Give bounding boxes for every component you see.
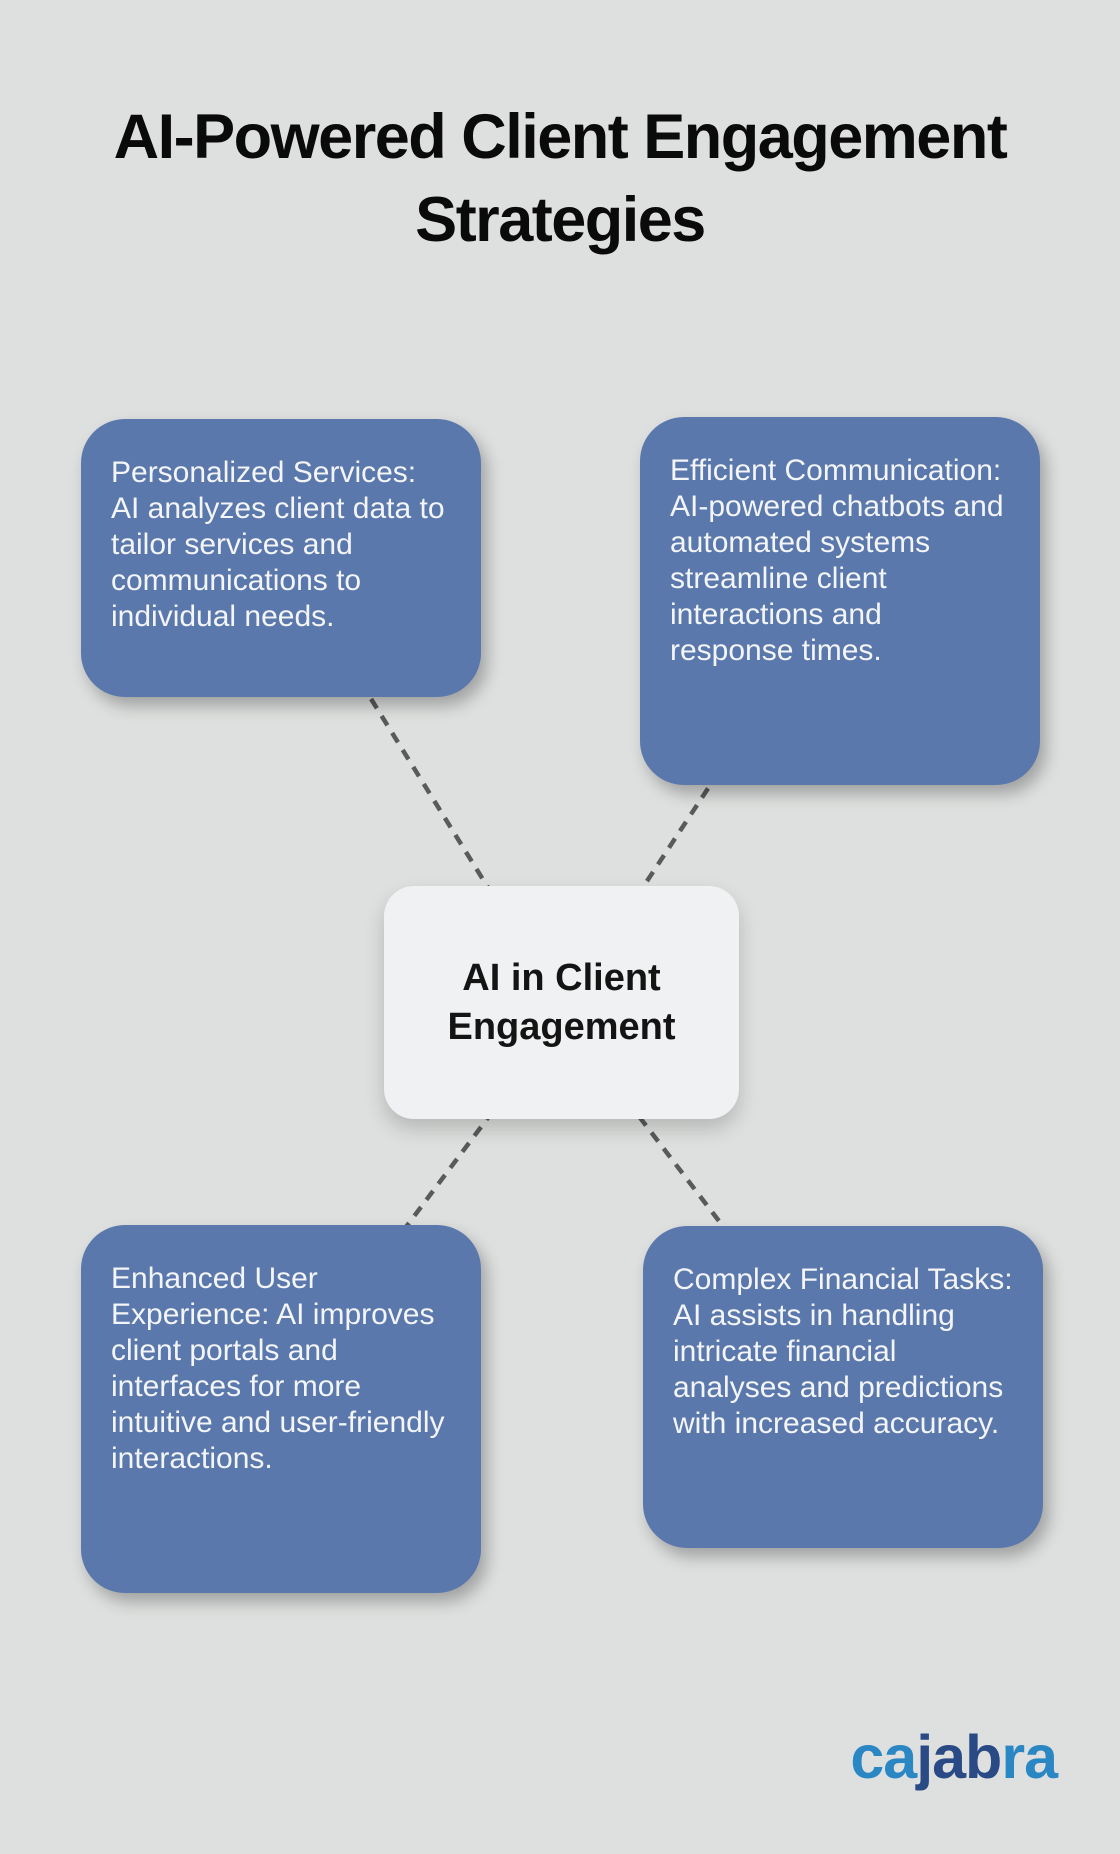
node-enhanced-user-experience: Enhanced User Experience: AI improves cl… <box>81 1225 481 1593</box>
connector-bottom-right <box>613 1083 747 1257</box>
node-efficient-communication: Efficient Communication: AI-powered chat… <box>640 417 1040 785</box>
node-efficient-communication-text: Efficient Communication: AI-powered chat… <box>670 454 1004 667</box>
center-node: AI in Client Engagement <box>384 886 739 1119</box>
center-node-label: AI in Client Engagement <box>447 957 676 1048</box>
node-personalized-services: Personalized Services: AI analyzes clien… <box>81 419 481 697</box>
brand-logo-part-ca: ca <box>850 1723 917 1791</box>
node-complex-financial-tasks-text: Complex Financial Tasks: AI assists in h… <box>673 1263 1013 1440</box>
brand-logo-part-ra: ra <box>1001 1723 1058 1791</box>
connector-top-left <box>348 663 507 917</box>
brand-logo: cajabra <box>850 1727 1058 1788</box>
node-personalized-services-text: Personalized Services: AI analyzes clien… <box>111 456 445 633</box>
page-title: AI-Powered Client Engagement Strategies <box>113 102 1008 256</box>
node-complex-financial-tasks: Complex Financial Tasks: AI assists in h… <box>643 1226 1043 1548</box>
brand-logo-part-jab: jab <box>916 1723 1002 1791</box>
node-enhanced-user-experience-text: Enhanced User Experience: AI improves cl… <box>111 1262 445 1475</box>
